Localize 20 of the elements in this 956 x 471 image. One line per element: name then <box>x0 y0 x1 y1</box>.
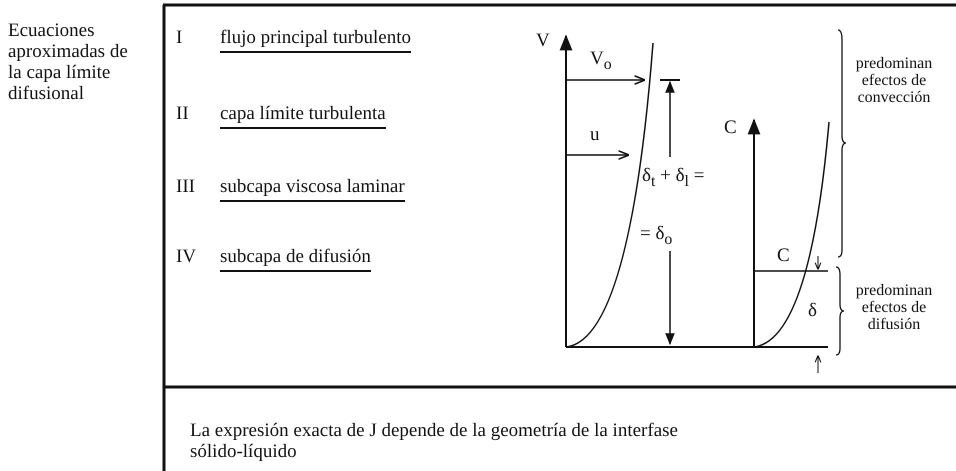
thickness-formula: δ$_{t}$ + δ$_{l}$ = <box>642 165 704 192</box>
row-numeral: IV <box>176 246 196 267</box>
layer-name: subcapa de difusión <box>220 246 371 272</box>
axis-label: C <box>724 117 737 138</box>
heading-text: Ecuaciones aproximadas de la capa límite difusional <box>8 20 129 104</box>
row-numeral: III <box>176 176 195 197</box>
thickness-symbol: δ <box>808 300 817 321</box>
region-note: predominan efectos de difusión <box>854 282 934 333</box>
concentration-label: C <box>777 245 790 266</box>
velocity-label: u <box>590 124 600 145</box>
row-numeral: II <box>176 103 189 124</box>
layer-name: capa límite turbulenta <box>220 103 386 129</box>
velocity-label: V$_{o}$ <box>590 48 612 75</box>
thickness-formula: = δ$_{o}$ <box>640 223 672 250</box>
region-note: predominan efectos de convección <box>854 55 934 106</box>
note-text: La expresión exacta de J depende de la geometría de la interfase sólido-líquido <box>190 420 679 462</box>
axis-label: V <box>536 30 550 51</box>
layer-name: flujo principal turbulento <box>220 27 412 53</box>
layer-name: subcapa viscosa laminar <box>220 176 405 202</box>
row-numeral: I <box>176 27 182 48</box>
